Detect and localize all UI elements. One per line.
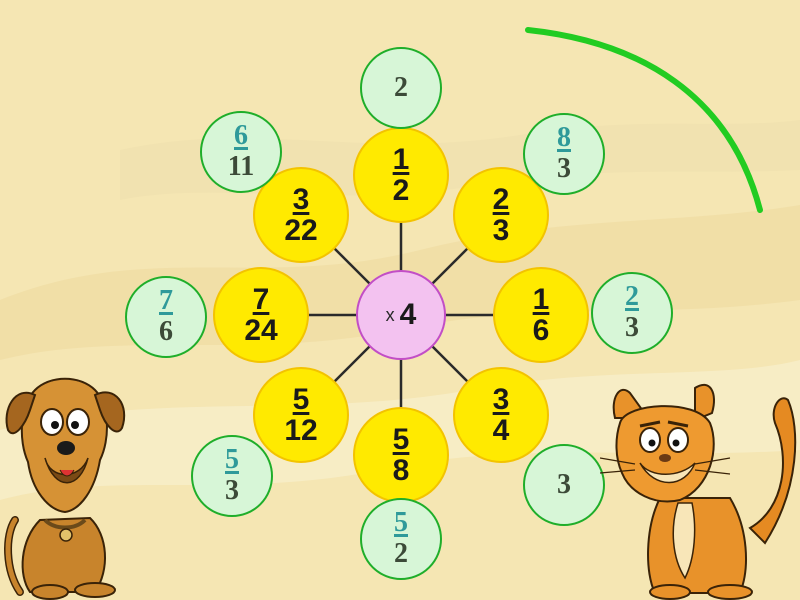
petal-3-numerator: 3 xyxy=(492,382,510,416)
cat-cartoon xyxy=(600,383,797,600)
petal-2-denominator: 6 xyxy=(532,314,550,347)
petal-6-denominator: 24 xyxy=(244,314,278,347)
answer-5-numerator: 5 xyxy=(225,444,239,476)
petal-3-denominator: 4 xyxy=(492,414,510,447)
answer-7-denominator: 11 xyxy=(227,151,255,182)
answer-6-denominator: 6 xyxy=(159,316,173,347)
petal-4-denominator: 8 xyxy=(392,454,410,487)
petal-7-denominator: 22 xyxy=(284,214,318,247)
answer-2-denominator: 3 xyxy=(625,312,639,343)
answer-6[interactable]: 7 6 xyxy=(125,276,207,358)
answer-3-value: 3 xyxy=(557,468,571,500)
petal-3: 3 4 xyxy=(453,367,549,463)
petal-0: 1 2 xyxy=(353,127,449,223)
petal-5-numerator: 5 xyxy=(292,382,310,416)
answer-5[interactable]: 5 3 xyxy=(191,435,273,517)
answer-2-numerator: 2 xyxy=(625,281,639,313)
answer-7-numerator: 6 xyxy=(234,120,248,152)
petal-2-numerator: 1 xyxy=(532,282,550,316)
multiply-sign: x xyxy=(385,304,395,325)
petal-7-numerator: 3 xyxy=(292,182,310,216)
answer-4[interactable]: 5 2 xyxy=(360,498,442,580)
multiplier-center: x 4 xyxy=(356,270,446,360)
petal-6-numerator: 7 xyxy=(252,282,270,316)
answer-1-denominator: 3 xyxy=(557,153,571,184)
answer-4-numerator: 5 xyxy=(394,507,408,539)
petal-4-numerator: 5 xyxy=(392,422,410,456)
answer-1-numerator: 8 xyxy=(557,122,571,154)
petal-5-denominator: 12 xyxy=(284,414,318,447)
petal-1-denominator: 3 xyxy=(492,214,510,247)
petal-0-denominator: 2 xyxy=(392,174,410,207)
petal-7: 3 22 xyxy=(253,167,349,263)
answer-2[interactable]: 2 3 xyxy=(591,272,673,354)
dog-cartoon xyxy=(4,377,126,600)
petal-1-numerator: 2 xyxy=(492,182,510,216)
answer-5-denominator: 3 xyxy=(225,475,239,506)
answer-4-denominator: 2 xyxy=(394,538,408,569)
answer-3[interactable]: 3 xyxy=(523,444,605,526)
petal-1: 2 3 xyxy=(453,167,549,263)
answer-7[interactable]: 6 11 xyxy=(200,111,282,193)
answer-0[interactable]: 2 xyxy=(360,47,442,129)
petal-0-numerator: 1 xyxy=(392,142,410,176)
answer-1[interactable]: 8 3 xyxy=(523,113,605,195)
petal-4: 5 8 xyxy=(353,407,449,503)
petal-2: 1 6 xyxy=(493,267,589,363)
multiplier-value: 4 xyxy=(399,298,417,331)
answer-0-value: 2 xyxy=(394,71,408,103)
petal-6: 7 24 xyxy=(213,267,309,363)
answer-6-numerator: 7 xyxy=(159,285,173,317)
petal-5: 5 12 xyxy=(253,367,349,463)
